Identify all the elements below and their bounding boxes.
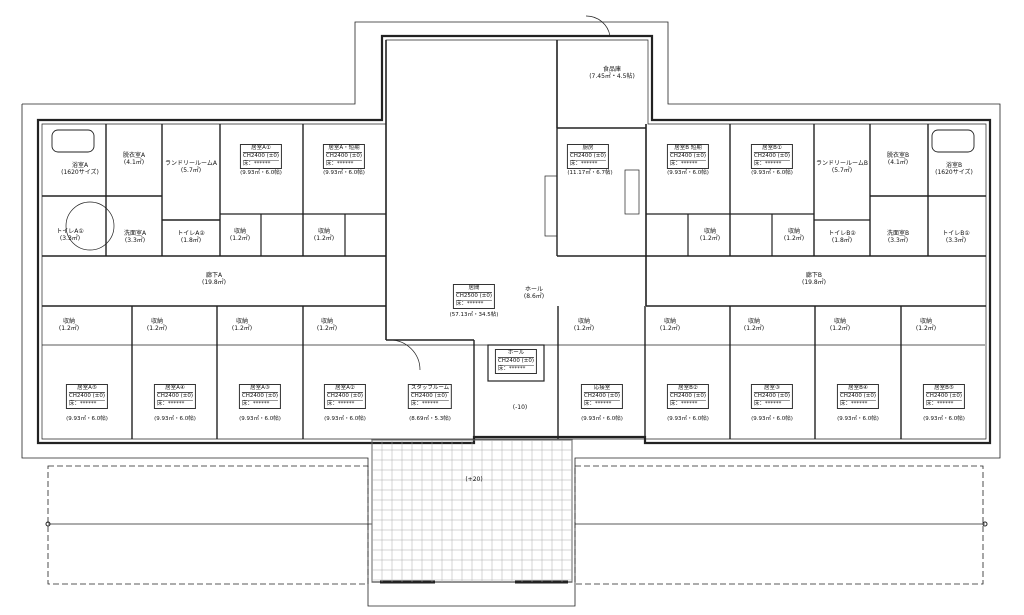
room-area: (9.93㎡・6.0帖) [581,416,623,422]
room-label-washroom-a: 洗面室A(3.3㎡) [123,230,147,244]
room-card-a-short: 居室A・短期 CH2400 (±0) 床：****** [322,144,366,169]
closet-label: 収納(1.2㎡) [231,318,253,332]
room-label-laundry-b: ランドリールームB(5.7㎡) [816,160,868,174]
room-label-toilet-b2: トイレB②(1.8㎡) [828,230,856,244]
room-label-corridor-a: 廊下A(19.8㎡) [201,272,227,286]
room-area-living: (57.13㎡・34.5帖) [449,312,499,318]
room-area: (9.93㎡・6.0帖) [154,416,196,422]
porch-tile-grid [371,439,573,582]
closet-label: 収納(1.2㎡) [743,318,765,332]
room-label-washroom-b: 洗面室B(3.3㎡) [886,230,910,244]
porch-step-level: (+20) [465,476,483,483]
room-area: (9.93㎡・6.0帖) [667,416,709,422]
closet-label: 収納(1.2㎡) [659,318,681,332]
closet-label: 収納(1.2㎡) [58,318,80,332]
room-card-b1: 居室B① CH2400 (±0) 床：****** [750,144,794,169]
room-label-hall: ホール(8.6㎡) [523,286,545,300]
room-area: (8.69㎡・5.3帖) [409,416,451,422]
exterior-wall [36,34,992,445]
room-label-toilet-a2: トイレA②(1.8㎡) [177,230,205,244]
room-label-dressing-a: 脱衣室A(4.1㎡) [122,152,146,166]
site-boundary [21,21,1001,607]
room-area: (9.93㎡・6.0帖) [324,416,366,422]
room-label-corridor-b: 廊下B(19.8㎡) [801,272,827,286]
closet-label: 収納(1.2㎡) [316,318,338,332]
room-card-kitchen: 厨房 CH2400 (±0) 床：****** [566,144,610,169]
room-area: (9.93㎡・6.0帖) [923,416,965,422]
room-label-laundry-a: ランドリールームA(5.7㎡) [165,160,217,174]
closet-label: 収納(1.2㎡) [146,318,168,332]
closet-label: 収納(1.2㎡) [915,318,937,332]
room-area-kitchen: (11.17㎡・6.7帖) [567,170,613,176]
closet-label: 収納(1.2㎡) [699,228,721,242]
room-label-toilet-a1: トイレA①(3.3㎡) [56,228,84,242]
room-card-b-short: 居室B 短期 CH2400 (±0) 床：****** [666,144,710,169]
closet-label: 収納(1.2㎡) [313,228,335,242]
room-label-bath-b: 浴室B(1620サイズ) [935,162,973,176]
entrance-step-level: (-10) [512,404,528,411]
room-area-a-short: (9.93㎡・6.0帖) [323,170,365,176]
closet-label: 収納(1.2㎡) [783,228,805,242]
room-label-food-storage: 食品庫(7.45㎡・4.5帖) [589,66,635,80]
room-area-a1: (9.93㎡・6.0帖) [240,170,282,176]
closet-label: 収納(1.2㎡) [573,318,595,332]
room-area: (9.93㎡・6.0帖) [837,416,879,422]
room-label-dressing-b: 脱衣室B(4.1㎡) [886,152,910,166]
room-area: (9.93㎡・6.0帖) [66,416,108,422]
room-card-a1: 居室A① CH2400 (±0) 床：****** [239,144,283,169]
room-card-living: 居間 CH2500 (±0) 床：****** [452,284,496,309]
room-card-entrance-hall: ホール CH2400 (±0) 床：****** [494,349,538,374]
room-label-toilet-b1: トイレB①(3.3㎡) [942,230,970,244]
closet-label: 収納(1.2㎡) [229,228,251,242]
room-area-b-short: (9.93㎡・6.0帖) [667,170,709,176]
closet-label: 収納(1.2㎡) [829,318,851,332]
room-area: (9.93㎡・6.0帖) [239,416,281,422]
room-area: (9.93㎡・6.0帖) [751,416,793,422]
room-label-bath-a: 浴室A(1620サイズ) [61,162,99,176]
room-area-b1: (9.93㎡・6.0帖) [751,170,793,176]
